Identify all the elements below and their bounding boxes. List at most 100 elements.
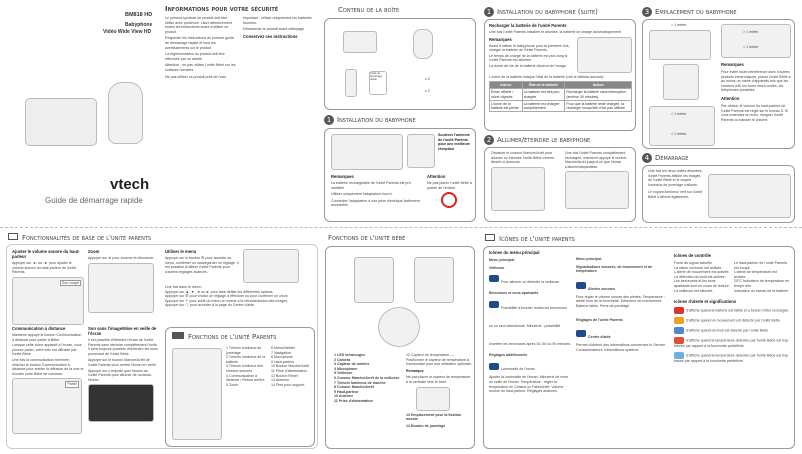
menu-line: Appuyer sur ⓘ pour accéder à la page du …	[165, 303, 255, 308]
parent-switch-illustration	[565, 171, 629, 210]
placement-attention-title: Attention	[721, 95, 740, 101]
remarks-list: Avant d'utiliser le babyphone pour la pr…	[489, 44, 573, 69]
group-help: Centre d'aide Permet d'obtenir des infor…	[576, 325, 668, 352]
function-item: 3 Capteur de lumière	[334, 362, 370, 367]
function-item: 9 Haut-parleur	[271, 359, 294, 364]
function-item: 9 Haut-parleur	[334, 389, 359, 394]
safety-item: La réglementation du produit doit être e…	[165, 52, 225, 61]
brand-logo: vtech	[110, 176, 150, 193]
group-label: Luminosité de l'écran	[501, 367, 535, 372]
baby-remark: Ne pas placer le capteur de température …	[406, 375, 471, 384]
distance-1: > 1 mètre	[671, 23, 687, 27]
parent-functions-title: Fonctions de l'unité Parents	[172, 332, 276, 341]
wall-mount-item: 13 Emplacement pour la fixation murale	[406, 412, 462, 422]
screen-title: Son sans l'image/Mise en veille de l'écr…	[88, 326, 157, 336]
attention-title: Attention	[427, 174, 446, 179]
charging-illustration	[577, 36, 632, 73]
menu-line: Appuyer sur ↶ pour sortir du menu et rev…	[165, 298, 289, 303]
safety-item: Respecter les instructions du présent gu…	[165, 36, 234, 50]
screen-text: Il est possible d'éteindre l'écran de l'…	[88, 338, 158, 356]
function-item: 12 Bouton Reset	[271, 373, 298, 378]
safety-subtitle: Conservez ces instructions	[243, 33, 298, 39]
group-settings: Réglages additionnels Luminosité de l'éc…	[489, 353, 571, 394]
control-item-text: Indicateur de température en temps réel.	[734, 279, 790, 288]
remark-item: Avant d'utiliser le babyphone pour la pr…	[489, 43, 570, 53]
control-item: L'alerte de température est activée.	[734, 270, 777, 279]
main-menu-sub: Menu principal	[489, 258, 515, 262]
function-item: 2 Caméra	[334, 357, 351, 362]
parent-functions-list: 1 Témoin lumineux de jumelage 2 Témoin l…	[226, 346, 313, 387]
control-item: Les berceuses et les sons apaisants sont…	[674, 279, 730, 288]
charge-title: Recharger la batterie de l'unité Parents	[489, 23, 567, 28]
anchors-qty: x 2	[425, 89, 430, 93]
control-item: Force du signal actuelle.	[674, 261, 713, 265]
screen-illustration	[88, 384, 154, 423]
cell: Pour que la batterie reste chargée, la r…	[564, 99, 632, 113]
function-item: 10 Antenne	[334, 394, 354, 399]
motion-alert-icon	[674, 317, 684, 325]
volume-title: Ajuster le volume sonore du haut-parleur	[12, 249, 80, 259]
control-title: Icônes de contrôle	[674, 253, 711, 258]
step-number: 4	[642, 153, 652, 163]
control-item: La veilleuse est allumée.	[674, 288, 714, 293]
adapter-image	[345, 69, 357, 97]
pairing-item: 14 Bouton de jumelage	[406, 423, 446, 428]
safety-item: Ne pas utiliser ce produit près de l'eau…	[165, 74, 228, 79]
baby-unit-bottom-diagram	[378, 307, 420, 347]
alert-row: S'affiche quand la température détectée …	[674, 337, 790, 349]
icons-title-text: Icônes de l'unité parents	[499, 235, 575, 243]
menu-illustration	[243, 249, 299, 283]
power-col-1: Déplacer le curseur Marche/Arrêt pour al…	[491, 151, 559, 211]
function-item: 3 Témoin lumineux des niveaux sonores	[226, 364, 264, 373]
crib-illustration	[649, 30, 711, 60]
function-item: 6 Menu/Valider	[271, 346, 295, 350]
zoom-illustration	[88, 262, 154, 313]
talk-title: Communication à distance	[12, 326, 66, 331]
distance-3: < 1 mètre	[743, 45, 759, 50]
group-desc: Ajuster la luminosité de l'écran. Minute…	[489, 375, 568, 394]
battery-alert-icon	[674, 307, 684, 315]
alert-item: S'affiche quand la batterie est faible e…	[686, 308, 790, 313]
screen-item: Appuyer sur n'importe quel bouton de l'u…	[88, 368, 152, 382]
group-alerts: Alertes sonores Pour régler le volume so…	[576, 277, 668, 309]
col2-title: Signalisations sonores, de mouvement et …	[576, 264, 653, 274]
alert-row: S'affiche quand la température détectée …	[674, 351, 790, 364]
safety-list: Respecter les instructions du présent gu…	[165, 36, 237, 79]
install2-content: Recharger la batterie de l'unité Parents…	[489, 23, 632, 113]
placement-remarks-title: Remarques	[721, 62, 744, 67]
alert-item: S'affiche quand la température détectée …	[674, 353, 789, 363]
baby-unit-image	[413, 29, 433, 59]
alert-item: S'affiche quand du bruit est détecté par…	[686, 328, 770, 333]
power-box: Déplacer le curseur Marche/Arrêt pour al…	[484, 147, 636, 222]
function-item: 5 Veilleuse	[334, 371, 353, 376]
basics-title-text: Fonctionnalités de base de l'unité paren…	[22, 234, 152, 242]
menu-section: Utiliser le menu Appuyer sur le bouton ☰…	[165, 249, 300, 308]
function-item: 2 Témoin lumineux de la batterie	[226, 355, 266, 364]
zoom-title: Zoom	[88, 249, 100, 254]
remark-item: Utiliser uniquement l'adaptateur fourni.	[331, 192, 393, 197]
startup-title-text: Démarrage	[655, 154, 689, 162]
volume-illustration: Son coupé	[12, 276, 84, 325]
baby-unit-placement	[663, 64, 699, 100]
temp-sensor-illustration	[416, 386, 450, 411]
talk-item: Maintenir appuyé le bouton Communication…	[12, 333, 82, 342]
function-item: 4 Microphone	[334, 366, 358, 371]
talk-list: Maintenir appuyé le bouton Communication…	[12, 333, 84, 376]
alerts-label: Alertes sonores	[588, 286, 616, 291]
zoom-text: Appuyer sur ⊕ pour zoomer et dézoomer.	[88, 256, 155, 260]
attention-text: Ne pas placer l'unité Bébé à portée de l…	[427, 181, 472, 190]
remarks-title: Remarques	[489, 36, 512, 42]
sound-alert-icon	[674, 327, 684, 335]
alert-item: S'affiche quand la température détectée …	[674, 338, 789, 349]
safety-intro: Le présent symbole de produit doit être …	[165, 16, 232, 34]
remark-item: La batterie rechargeable de l'unité Pare…	[331, 181, 412, 190]
alerts-desc: Pour régler le volume sonore des alertes…	[576, 294, 665, 308]
menu-title: Utiliser le menu	[165, 249, 197, 254]
router-illustration	[721, 24, 791, 58]
baby-unit-image	[108, 82, 143, 144]
control-item: 20°C Indicateur de température en temps …	[734, 279, 790, 288]
safety-item: Débrancher le produit avant nettoyage.	[243, 27, 306, 32]
